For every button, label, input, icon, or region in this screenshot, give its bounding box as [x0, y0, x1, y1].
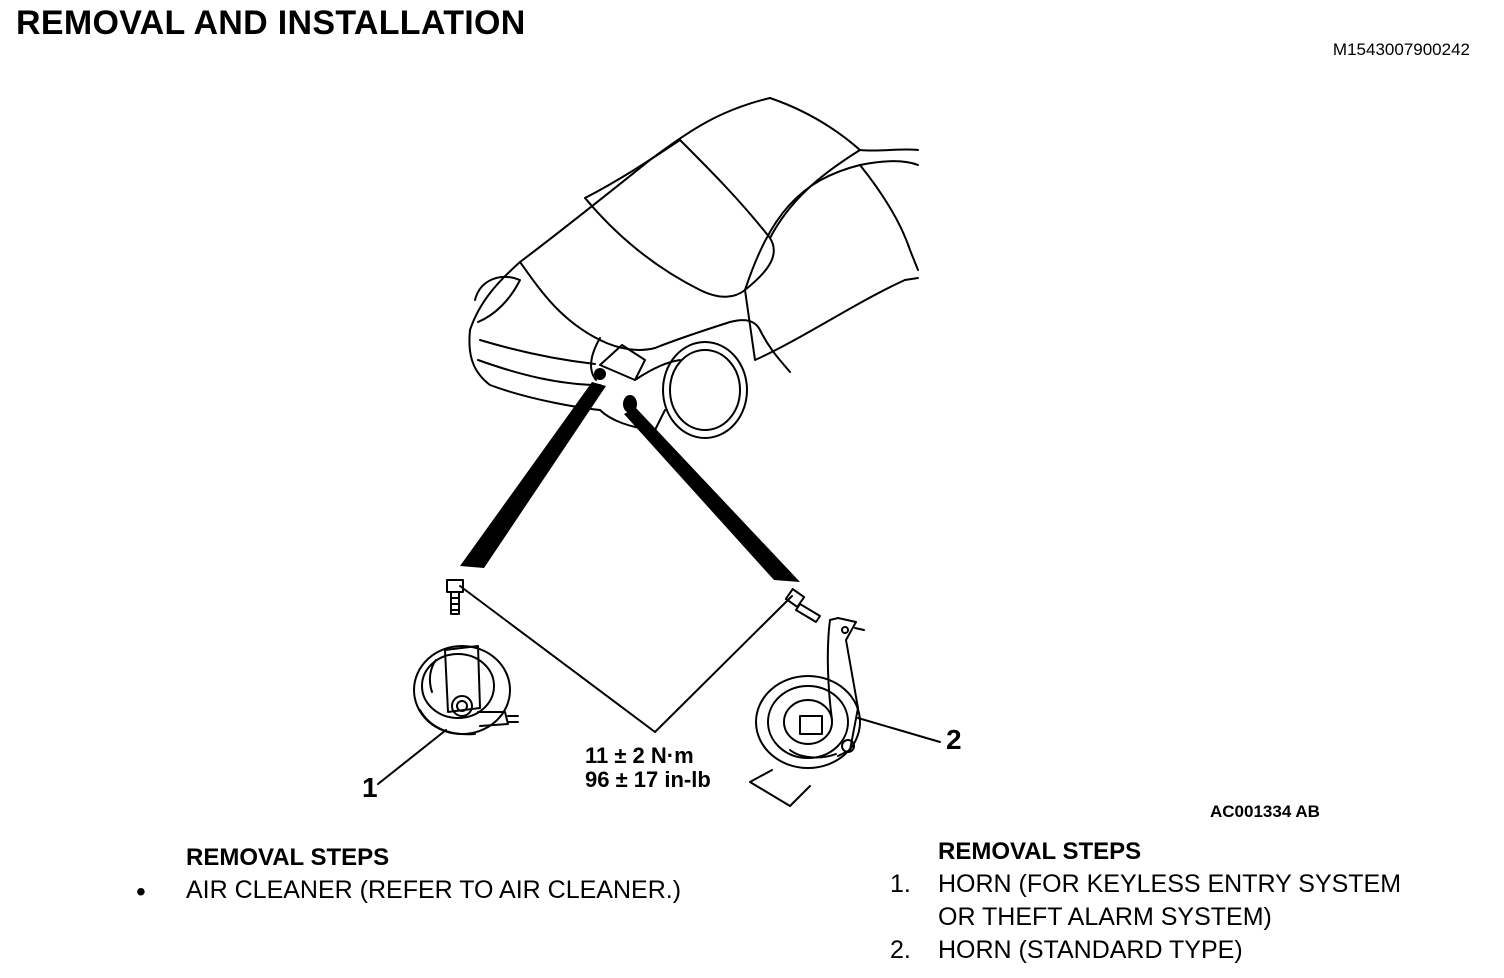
- page-title: REMOVAL AND INSTALLATION: [16, 4, 526, 42]
- right-step-item-line1: HORN (FOR KEYLESS ENTRY SYSTEM: [938, 870, 1402, 898]
- figure-id: AC001334 AB: [1210, 802, 1320, 821]
- callout-2-label: 2: [946, 724, 962, 755]
- car-illustration: [468, 97, 919, 439]
- horn-2-icon: [749, 617, 865, 807]
- callout-1-label: 1: [362, 772, 378, 803]
- document-id: M1543007900242: [1332, 40, 1470, 59]
- callout-2-leader: [857, 717, 941, 743]
- right-step-item-line2: OR THEFT ALARM SYSTEM): [938, 903, 1272, 931]
- right-step-item-line1: HORN (STANDARD TYPE): [938, 936, 1243, 964]
- horn-1-mount-marker: [594, 368, 606, 380]
- torque-spec: 11 ± 2 N·m 96 ± 17 in-lb: [585, 744, 711, 792]
- left-steps-heading: REMOVAL STEPS: [186, 844, 390, 871]
- right-step-number: 1.: [890, 870, 911, 898]
- torque-leader-lines: [459, 585, 793, 733]
- bullet-icon: •: [136, 876, 146, 907]
- left-step-item: AIR CLEANER (REFER TO AIR CLEANER.): [186, 876, 682, 904]
- horn-2-leader-beam: [624, 408, 800, 582]
- bolt-2-icon: [784, 588, 821, 623]
- horn-1-leader-beam: [460, 382, 606, 568]
- horn-1-icon: [413, 645, 519, 736]
- torque-nm: 11 ± 2 N·m: [585, 743, 694, 768]
- callout-1-leader: [377, 729, 447, 785]
- right-step-number: 2.: [890, 936, 911, 964]
- right-steps-heading: REMOVAL STEPS: [938, 838, 1142, 865]
- bolt-1-icon: [446, 579, 464, 615]
- torque-inlb: 96 ± 17 in-lb: [585, 767, 711, 792]
